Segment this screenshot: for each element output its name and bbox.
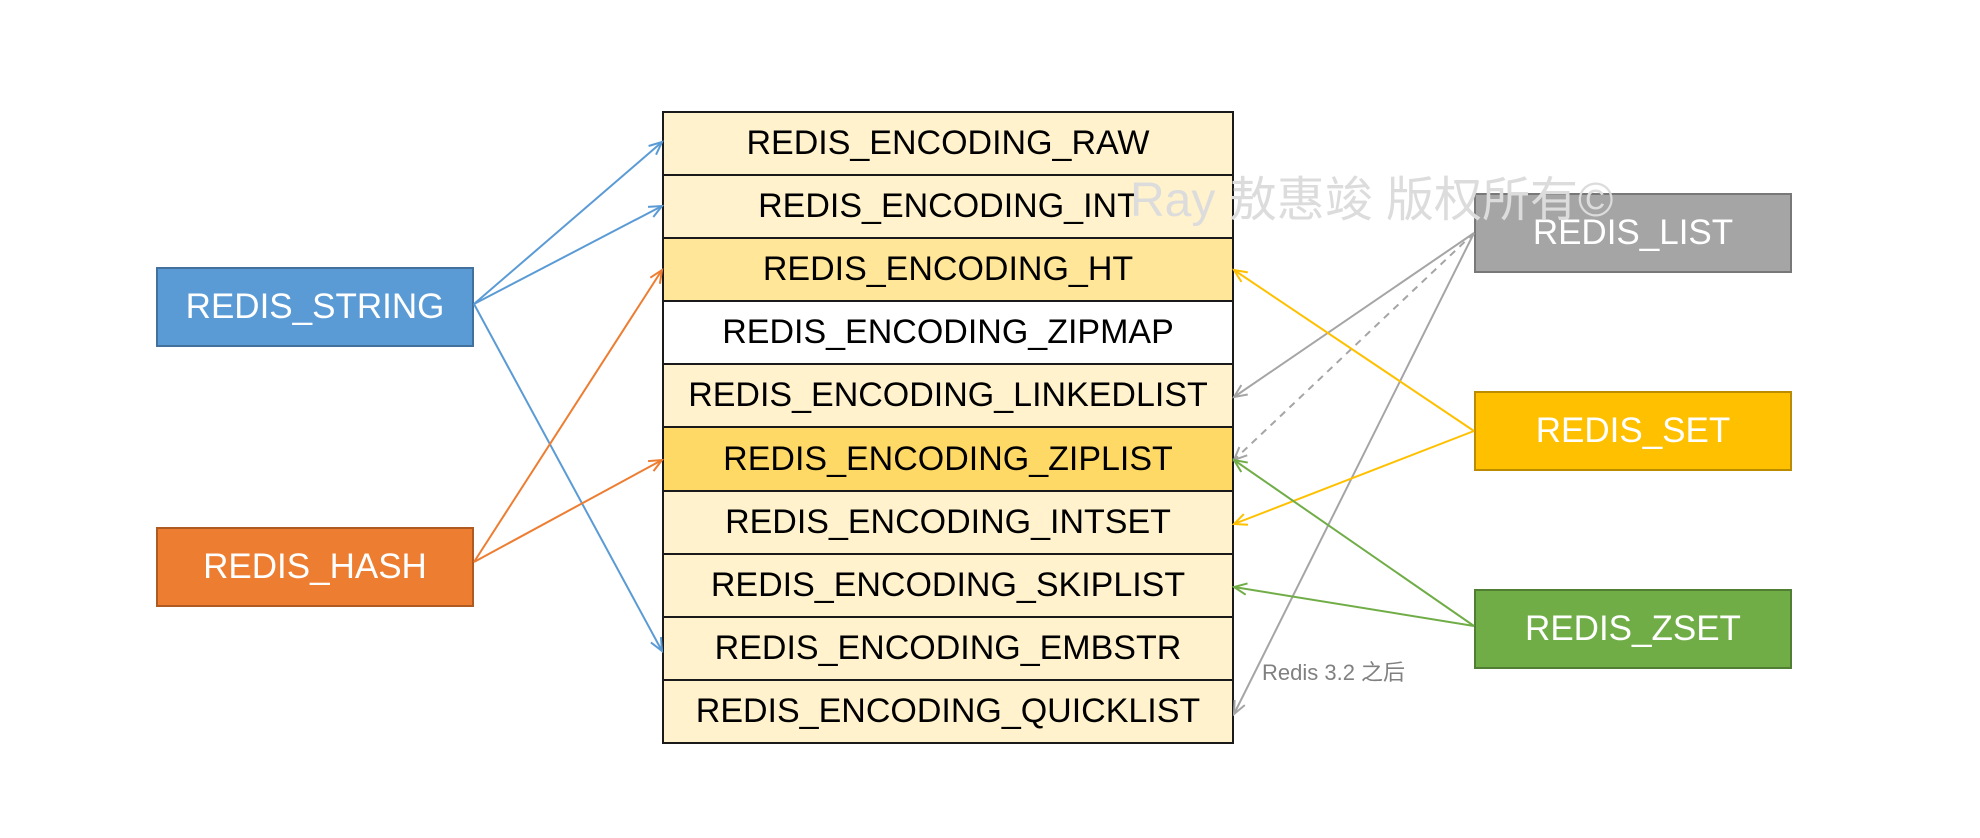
encoding-table: REDIS_ENCODING_RAW REDIS_ENCODING_INT RE… — [662, 111, 1234, 744]
arrow-list-to-redis-encoding-ziplist — [1232, 232, 1475, 462]
arrow-string-to-redis-encoding-int — [473, 204, 665, 305]
arrow-set-to-redis-encoding-ht — [1231, 268, 1475, 432]
encoding-row-intset: REDIS_ENCODING_INTSET — [664, 491, 1232, 555]
arrow-string-to-redis-encoding-embstr — [473, 303, 664, 654]
encoding-row-int: REDIS_ENCODING_INT — [664, 176, 1232, 240]
arrow-set-to-redis-encoding-intset — [1231, 430, 1475, 526]
arrow-list-to-redis-encoding-linkedlist — [1231, 232, 1475, 399]
encoding-row-quicklist: REDIS_ENCODING_QUICKLIST — [664, 680, 1232, 742]
redis-zset-box: REDIS_ZSET — [1474, 589, 1792, 669]
copyright-watermark: Ray 敖惠竣 版权所有© — [1130, 174, 1614, 227]
encoding-row-raw: REDIS_ENCODING_RAW — [664, 113, 1232, 177]
arrow-hash-to-redis-encoding-ht — [473, 267, 664, 563]
arrow-list-to-redis-encoding-quicklist — [1232, 232, 1475, 717]
encoding-row-skiplist: REDIS_ENCODING_SKIPLIST — [664, 554, 1232, 618]
arrow-zset-to-redis-encoding-skiplist — [1231, 582, 1475, 627]
arrow-zset-to-redis-encoding-ziplist — [1231, 458, 1475, 627]
redis-version-note: Redis 3.2 之后 — [1262, 660, 1406, 685]
encoding-row-linkedlist: REDIS_ENCODING_LINKEDLIST — [664, 365, 1232, 429]
encoding-row-zipmap: REDIS_ENCODING_ZIPMAP — [664, 302, 1232, 366]
redis-set-box: REDIS_SET — [1474, 391, 1792, 471]
redis-hash-box: REDIS_HASH — [156, 527, 474, 607]
arrow-string-to-redis-encoding-raw — [473, 140, 664, 305]
redis-string-box: REDIS_STRING — [156, 267, 474, 347]
arrow-hash-to-redis-encoding-ziplist — [473, 458, 665, 563]
redis-list-box: REDIS_LIST — [1474, 193, 1792, 273]
encoding-row-ht: REDIS_ENCODING_HT — [664, 239, 1232, 303]
encoding-row-embstr: REDIS_ENCODING_EMBSTR — [664, 617, 1232, 681]
encoding-row-ziplist: REDIS_ENCODING_ZIPLIST — [664, 428, 1232, 492]
